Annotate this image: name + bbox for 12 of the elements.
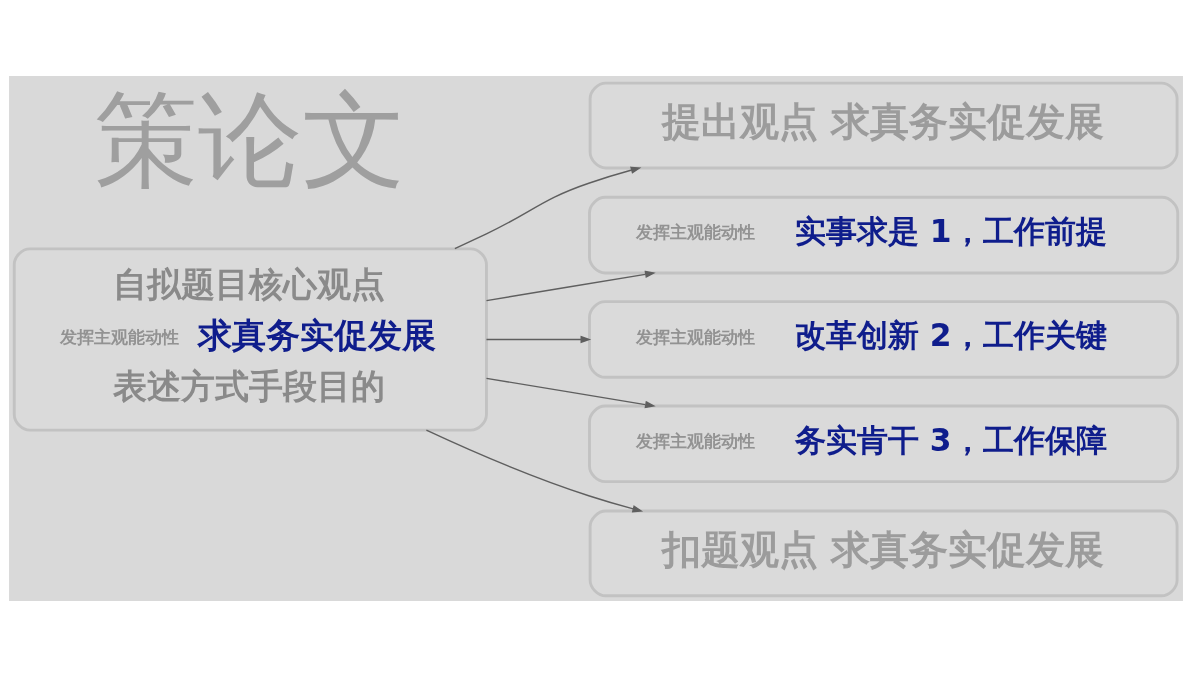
label: 策论文 bbox=[94, 78, 407, 201]
node-box: 发挥主观能动性 实事求是 1，工作前提 bbox=[588, 195, 1180, 274]
arrow bbox=[485, 335, 592, 343]
arrow bbox=[425, 428, 644, 512]
node-box: 发挥主观能动性 改革创新 2，工作关键 bbox=[588, 299, 1180, 379]
node-box: 扣题观点 求真务实促发展 bbox=[588, 509, 1179, 597]
arrow bbox=[454, 166, 642, 249]
node-box: 自拟题目核心观点 发挥主观能动性 求真务实促发展 表述方式手段目的 bbox=[12, 246, 488, 432]
node-box: 发挥主观能动性 务实肯干 3，工作保障 bbox=[588, 404, 1180, 483]
arrow bbox=[485, 270, 656, 301]
arrow bbox=[485, 377, 656, 408]
node-box: 提出观点 求真务实促发展 bbox=[588, 81, 1179, 169]
